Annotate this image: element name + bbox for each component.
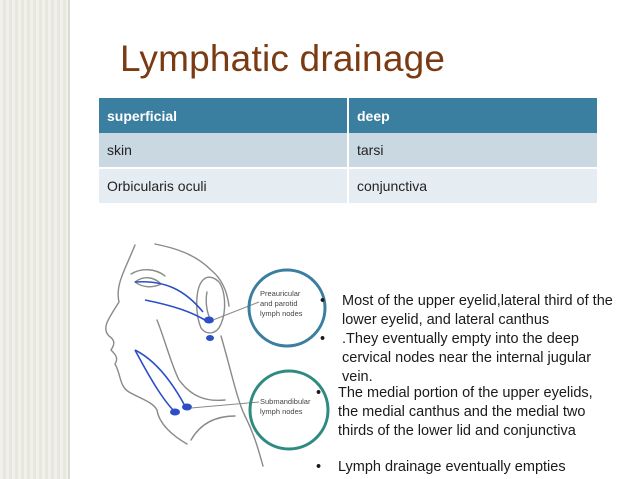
bullet-text: .They eventually empty into the deep cer… bbox=[342, 331, 592, 385]
slide-title: Lymphatic drainage bbox=[120, 38, 446, 79]
submandibular-node bbox=[182, 403, 192, 411]
table-cell: skin bbox=[99, 133, 348, 169]
upper-node-highlight-circle bbox=[247, 268, 327, 348]
drainage-table: superficial deep skin tarsi Orbicularis … bbox=[99, 98, 597, 203]
bullet-text: The medial portion of the upper eyelids,… bbox=[338, 385, 593, 439]
submandibular-node bbox=[170, 408, 180, 416]
bullet-glyph: • bbox=[320, 293, 326, 309]
ear-outline bbox=[196, 276, 226, 334]
bullet-text: Most of the upper eyelid,lateral third o… bbox=[342, 293, 613, 328]
face-outline bbox=[105, 244, 188, 445]
table-cell: tarsi bbox=[347, 133, 597, 169]
label-parotid: and parotid bbox=[260, 299, 298, 308]
table-cell: conjunctiva bbox=[347, 168, 597, 203]
lower-node-highlight-circle bbox=[248, 369, 330, 451]
decorative-side-line bbox=[68, 0, 70, 479]
label-lymph-nodes-lower: lymph nodes bbox=[260, 407, 303, 416]
preauricular-node bbox=[204, 316, 214, 324]
bullet-glyph: • bbox=[320, 331, 326, 347]
face-lymph-illustration: Preauricular and parotid lymph nodes Sub… bbox=[105, 243, 330, 467]
bullet-item: • Most of the upper eyelid,lateral third… bbox=[320, 292, 620, 330]
bullet-item: • The medial portion of the upper eyelid… bbox=[316, 384, 606, 441]
bullet-text: Lymph drainage eventually empties bbox=[338, 459, 566, 475]
decorative-side-strip bbox=[0, 0, 68, 479]
bullet-item: • Lymph drainage eventually empties bbox=[316, 458, 616, 477]
parotid-node bbox=[206, 335, 214, 341]
bullet-item: • .They eventually empty into the deep c… bbox=[320, 330, 620, 387]
label-lymph-nodes-upper: lymph nodes bbox=[260, 309, 303, 318]
table-cell: Orbicularis oculi bbox=[99, 168, 348, 203]
bullet-glyph: • bbox=[316, 385, 322, 401]
table-header-row: superficial deep bbox=[99, 98, 597, 133]
table-header-cell: deep bbox=[347, 98, 597, 133]
label-submandibular: Submandibular bbox=[260, 397, 311, 406]
label-preauricular: Preauricular bbox=[260, 289, 301, 298]
table-row: Orbicularis oculi conjunctiva bbox=[99, 168, 597, 203]
table-header-cell: superficial bbox=[99, 98, 348, 133]
bullet-glyph: • bbox=[316, 459, 322, 475]
table-row: skin tarsi bbox=[99, 133, 597, 169]
